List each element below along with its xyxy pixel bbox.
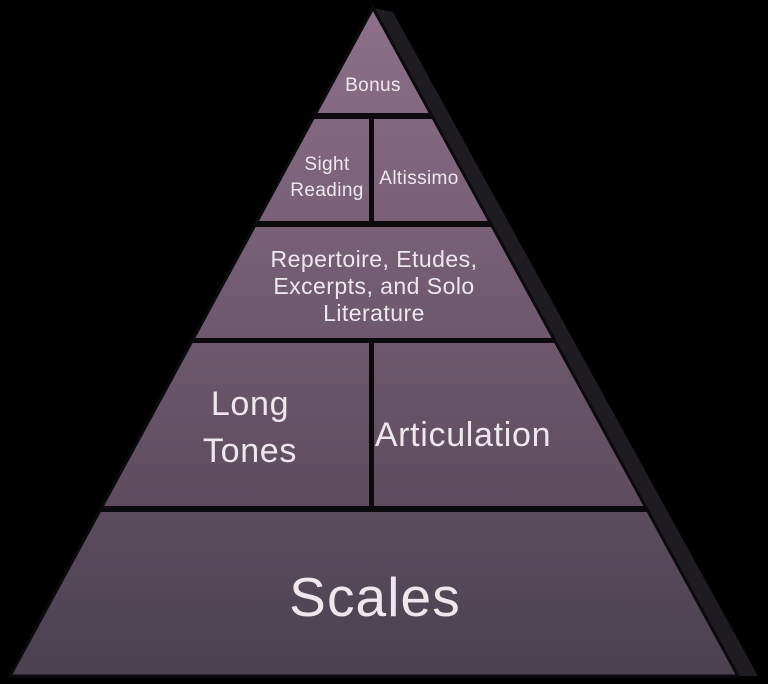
tier-scales: Scales — [289, 566, 461, 628]
altissimo-label: Altissimo — [379, 168, 458, 189]
bonus-label: Bonus — [345, 75, 401, 96]
repertoire-label-line3: Literature — [323, 300, 425, 326]
tier-altissimo: Altissimo — [379, 168, 458, 189]
long-tones-label-line2: Tones — [203, 432, 297, 470]
tier-dividers — [10, 113, 738, 512]
divider-tier1-tier2 — [10, 113, 738, 119]
tier-long-tones: Long Tones — [203, 385, 297, 470]
scales-label: Scales — [289, 566, 461, 628]
sight-reading-label-line2: Reading — [290, 180, 363, 201]
divider-sight-altissimo — [369, 119, 374, 221]
divider-tier2-tier3 — [10, 221, 738, 227]
divider-longtones-articulation — [369, 343, 374, 506]
repertoire-label-line1: Repertoire, Etudes, — [271, 246, 478, 272]
repertoire-label-line2: Excerpts, and Solo — [273, 273, 474, 299]
divider-tier4-tier5 — [10, 506, 738, 512]
pyramid-side-shadow — [373, 8, 758, 676]
sight-reading-label-line1: Sight — [304, 154, 350, 175]
long-tones-label-line1: Long — [211, 385, 289, 423]
articulation-label: Articulation — [375, 416, 551, 454]
tier-articulation: Articulation — [375, 416, 551, 454]
divider-tier3-tier4 — [10, 338, 738, 343]
tier-sight-reading: Sight Reading — [290, 154, 363, 201]
tier-repertoire: Repertoire, Etudes, Excerpts, and Solo L… — [271, 246, 478, 326]
tier-bonus: Bonus — [345, 75, 401, 96]
